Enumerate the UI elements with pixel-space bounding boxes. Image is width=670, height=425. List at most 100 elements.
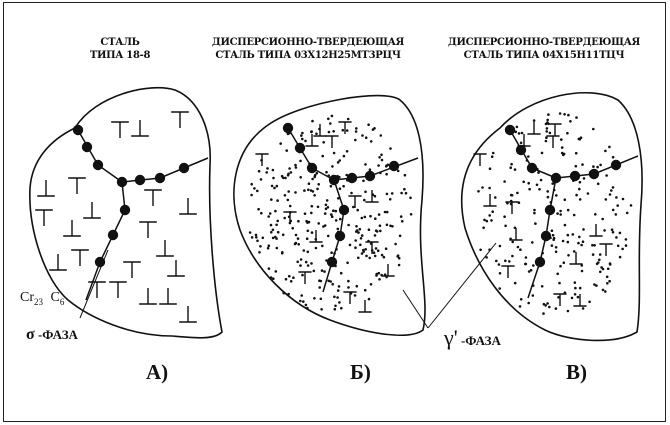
dislocation-symbol (109, 282, 127, 298)
precipitate-dot (294, 164, 297, 167)
precipitate-dot (327, 174, 330, 177)
precipitate-dot (359, 244, 362, 247)
precipitate-dot (541, 285, 544, 288)
precipitate-dot (558, 282, 561, 285)
precipitate-dot (304, 212, 307, 215)
precipitate-dot (277, 231, 280, 234)
precipitate-dot (598, 259, 601, 262)
dislocation-symbol (37, 180, 55, 196)
precipitate-dot (515, 131, 518, 134)
precipitate-dot (375, 273, 378, 276)
precipitate-dot (567, 114, 570, 117)
precipitate-dot (337, 289, 340, 292)
carbide-particle (365, 171, 375, 181)
boundary-b (288, 128, 418, 292)
precipitate-dot (306, 221, 309, 224)
precipitate-dot (597, 183, 600, 186)
panel-a-letter: А) (146, 360, 168, 385)
dislocation-symbol (298, 272, 311, 284)
precipitate-dot (626, 212, 629, 215)
precipitate-dot (508, 260, 511, 263)
precipitate-dot (354, 139, 357, 142)
precipitate-dot (275, 224, 278, 227)
dislocation-symbol (348, 196, 361, 208)
precipitate-dot (285, 149, 288, 152)
precipitate-dot (499, 245, 502, 248)
precipitate-dot (556, 212, 559, 215)
carbide-particle (339, 205, 349, 215)
precipitate-dot (317, 183, 320, 186)
precipitate-dot (302, 300, 305, 303)
precipitate-dot (526, 159, 529, 162)
precipitate-dot (361, 234, 364, 237)
precipitate-dot (311, 120, 314, 123)
precipitate-dot (602, 268, 605, 271)
precipitate-dot (314, 174, 317, 177)
precipitate-dot (553, 189, 556, 192)
precipitate-dot (604, 290, 607, 293)
precipitate-dot (580, 244, 583, 247)
dislocation-symbol (325, 136, 338, 148)
precipitate-dot (340, 307, 343, 310)
precipitate-dot (368, 298, 371, 301)
precipitate-dot (574, 287, 577, 290)
precipitate-dot (564, 224, 567, 227)
precipitate-dot (305, 304, 308, 307)
precipitate-dot (281, 251, 284, 254)
carbide-label: Cr23 C6 (20, 290, 64, 307)
dislocation-symbol (517, 134, 530, 146)
precipitate-dot (546, 127, 549, 130)
precipitate-dot (608, 146, 611, 149)
precipitate-dot (532, 294, 535, 297)
precipitate-dot (582, 240, 585, 243)
precipitate-dot (354, 246, 357, 249)
precipitate-dot (316, 172, 319, 175)
carbide-particle (82, 142, 92, 152)
precipitate-dot (572, 179, 575, 182)
precipitate-dot (347, 118, 350, 121)
dislocation-symbol (483, 194, 496, 206)
precipitate-dot (547, 196, 550, 199)
precipitate-dot (385, 247, 388, 250)
precipitate-dot (609, 263, 612, 266)
precipitate-dot (491, 155, 494, 158)
precipitate-dot (349, 244, 352, 247)
dislocation-symbol (179, 198, 197, 214)
precipitate-dot (276, 247, 279, 250)
precipitate-dot (370, 283, 373, 286)
precipitate-dot (527, 182, 530, 185)
precipitate-dot (310, 131, 313, 134)
precipitate-dot (299, 264, 302, 267)
precipitate-dot (297, 243, 300, 246)
precipitate-dot (386, 224, 389, 227)
precipitate-dot (329, 280, 332, 283)
precipitate-dot (536, 168, 539, 171)
precipitate-dot (325, 208, 328, 211)
precipitate-dot (546, 190, 549, 193)
precipitate-dot (295, 242, 298, 245)
carbide-particle (179, 163, 189, 173)
precipitate-dot (288, 129, 291, 132)
dislocation-symbol (527, 122, 540, 134)
precipitate-dot (617, 245, 620, 248)
precipitate-dot (616, 164, 619, 167)
precipitate-dot (482, 226, 485, 229)
precipitate-dot (560, 138, 563, 141)
precipitate-dot (300, 134, 303, 137)
precipitate-dot (364, 248, 367, 251)
dislocation-symbol (139, 222, 157, 238)
precipitate-dot (491, 210, 494, 213)
dislocation-symbol (573, 294, 586, 306)
precipitate-dot (410, 213, 413, 216)
precipitate-dot (337, 228, 340, 231)
precipitate-dot (321, 245, 324, 248)
precipitate-dot (603, 229, 606, 232)
precipitate-dot (562, 154, 565, 157)
precipitate-dot (350, 192, 353, 195)
precipitate-dot (489, 167, 492, 170)
precipitate-dot (589, 171, 592, 174)
precipitate-dot (530, 269, 533, 272)
carbide-c-subscript: 6 (60, 297, 65, 307)
carbide-cr-subscript: 23 (34, 297, 43, 307)
precipitate-dot (366, 173, 369, 176)
